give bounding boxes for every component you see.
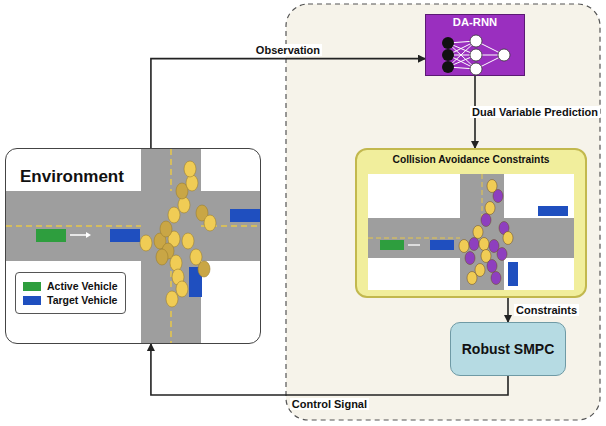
legend-label: Target Vehicle xyxy=(47,294,117,306)
edge-label: Dual Variable Prediction xyxy=(470,106,600,118)
legend-row: Target Vehicle xyxy=(23,294,118,306)
node-title: Environment xyxy=(20,167,124,187)
network-box: DA-RNN xyxy=(425,14,525,76)
node-title: Robust SMPC xyxy=(455,323,561,375)
legend-swatch xyxy=(23,282,41,291)
node-title: DA-RNN xyxy=(426,16,524,28)
edge-label: Control Signal xyxy=(290,398,369,410)
constraints-box: Collision Avoidance Constraints xyxy=(355,148,587,298)
legend-row: Active Vehicle xyxy=(23,280,118,292)
edge-label: Observation xyxy=(254,44,322,56)
environment-box: Environment xyxy=(5,148,261,344)
network-icon xyxy=(426,23,526,83)
controller-box: Robust SMPC xyxy=(450,322,566,376)
constraint-scene xyxy=(368,174,574,290)
connector-arrow xyxy=(507,298,509,322)
edge-label: Constraints xyxy=(514,304,579,316)
legend-label: Active Vehicle xyxy=(47,280,118,292)
node-title: Collision Avoidance Constraints xyxy=(357,154,585,165)
legend-box: Active VehicleTarget Vehicle xyxy=(15,272,126,314)
connector-arrow xyxy=(151,59,425,148)
legend-swatch xyxy=(23,296,41,305)
